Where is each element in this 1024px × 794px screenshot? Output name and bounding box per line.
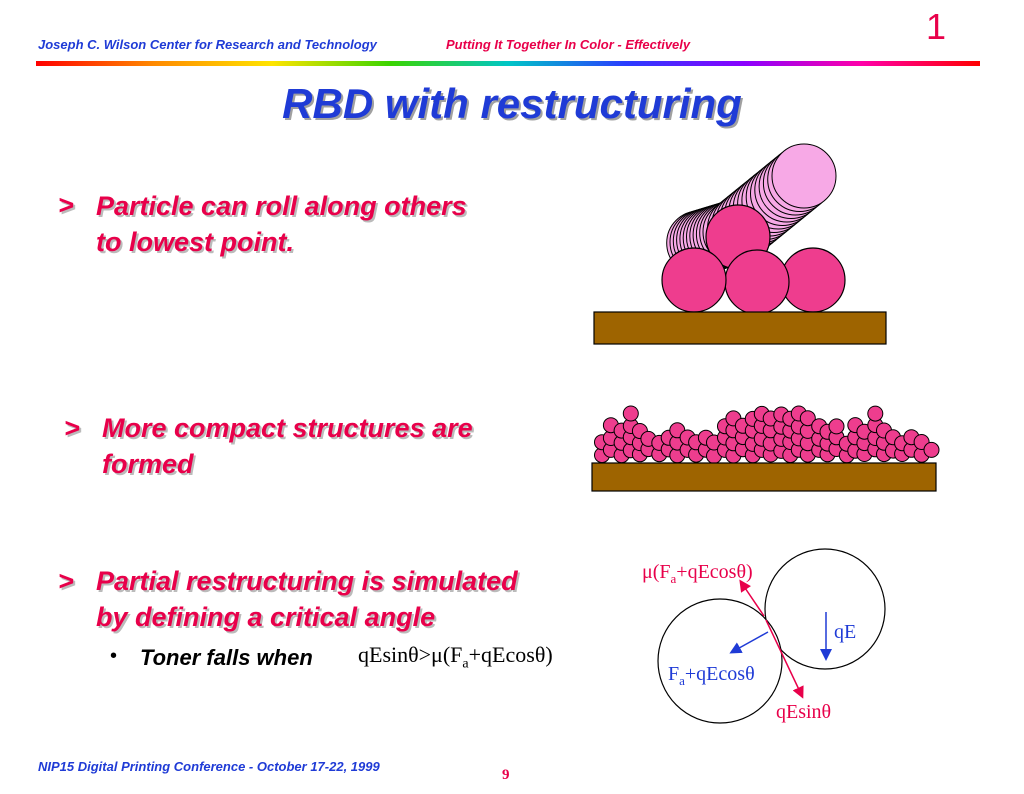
bullet-3-line-2: by defining a critical angle [96,602,436,632]
particle-right [780,247,846,313]
rolling-particle-diagram [593,143,887,345]
compact-structure-diagram [591,405,940,492]
normal-force-arrow [729,631,769,654]
slide-title: RBD with restructuring [282,80,742,127]
sub-bullet-text: Toner falls when [140,645,313,670]
trail-particle [771,143,837,209]
particle-left [661,247,727,313]
particle-middle [724,249,790,315]
substrate-2 [591,462,937,492]
compact-particle [828,418,845,435]
friction-label: μ(Fa+qEcosθ) [642,561,753,586]
normal-force-label: Fa+qEcosθ [668,663,755,688]
slide-number: 1 [925,6,946,47]
bullet-2-text: More compact structures are formed [102,410,473,482]
upper-particle [764,548,886,670]
bullet-1-text: Particle can roll along others to lowest… [96,188,467,260]
qe-label: qE [834,621,856,643]
bullet-2-line-1: More compact structures are [102,413,473,443]
bullet-3-line-1: Partial restructuring is simulated [96,566,518,596]
tangential-force-label: qEsinθ [776,701,831,723]
header-series-title: Putting It Together In Color - Effective… [446,37,691,52]
compact-particle [622,405,639,422]
page-number: 9 [502,767,510,783]
compact-particle-layer [594,405,940,464]
bullet-1-line-2: to lowest point. [96,227,294,257]
bullet-1-line-1: Particle can roll along others [96,191,467,221]
force-diagram: μ(Fa+qEcosθ) qE Fa+qEcosθ qEsinθ [642,548,886,724]
settled-particles [661,204,846,315]
bullet-2-line-2: formed [102,449,194,479]
bullet-1-marker: > [58,190,74,220]
bullet-3-marker: > [58,566,74,596]
rainbow-divider [36,61,980,66]
formula-sub-a: a [462,656,469,672]
compact-particle [799,410,816,427]
header-organization: Joseph C. Wilson Center for Research and… [38,37,377,52]
sub-bullet-marker: • [110,645,118,667]
footer-conference: NIP15 Digital Printing Conference - Octo… [38,759,380,774]
friction-arrow [739,579,765,617]
compact-particle [923,441,940,458]
sub-bullet-formula: qEsinθ>μ(Fa+qEcosθ) [358,642,553,672]
tangential-force-arrow [765,619,804,699]
bullet-2-marker: > [64,413,80,443]
lower-particle [657,598,783,724]
bullet-3-text: Partial restructuring is simulated by de… [96,563,518,635]
substrate-1 [593,311,887,345]
compact-particle [867,405,884,422]
